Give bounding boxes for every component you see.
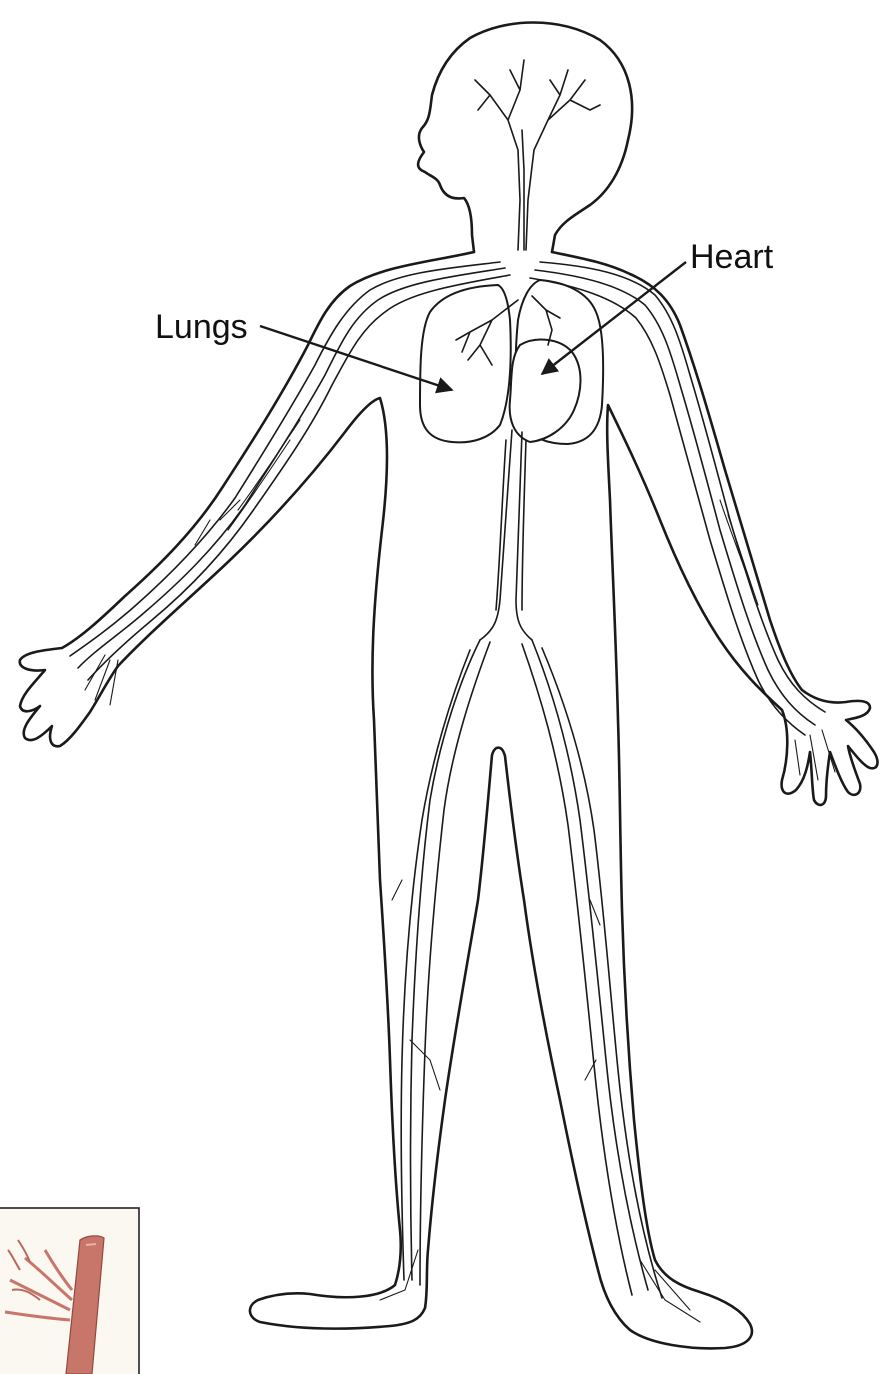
right-leg-vessels [522,640,700,1322]
head-outline [418,23,632,253]
heart-label: Heart [690,238,774,276]
body-outline [20,23,878,1349]
left-lung [420,285,511,442]
lungs-label: Lungs [155,308,248,346]
inset-blood-vessel-image [0,1208,139,1374]
head-vessels [475,60,600,250]
major-vessels [480,430,532,640]
